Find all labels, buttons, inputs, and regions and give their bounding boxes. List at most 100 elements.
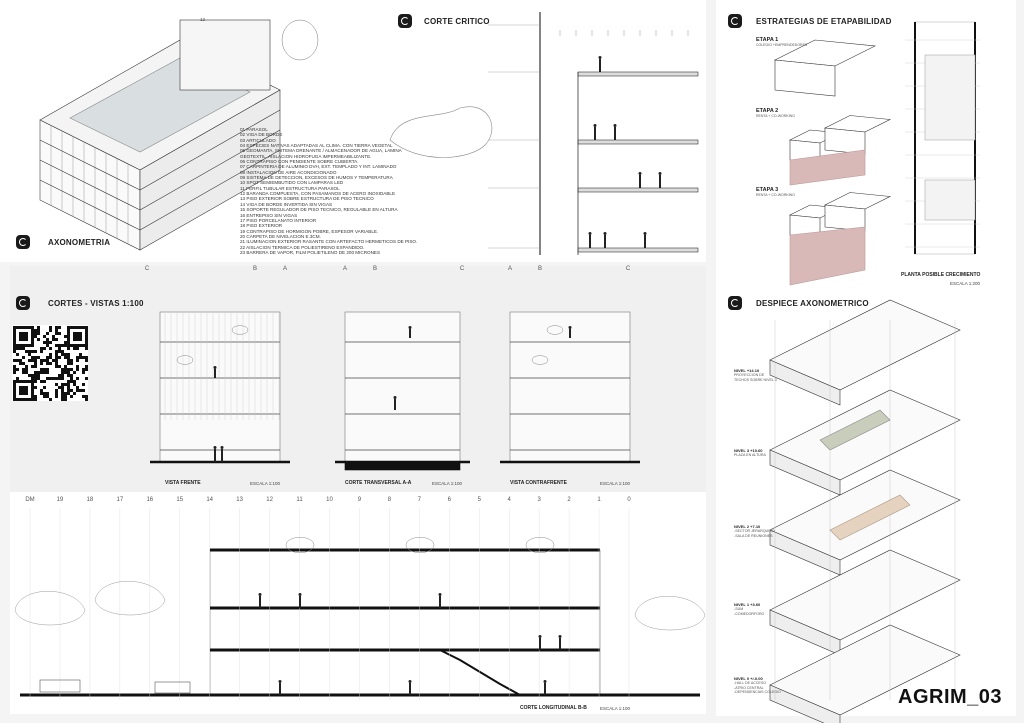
legend-item: GEOTEXTIL, AISLACION HIDROFUGA IMPERMEAB… [240, 153, 372, 159]
stage-existing [789, 149, 866, 186]
axon-slab [139, 129, 281, 211]
section-slab [577, 139, 699, 145]
grid-label: C [459, 266, 465, 272]
grid-label: C [144, 266, 150, 272]
logo-icon [728, 296, 742, 310]
grid-label: C [625, 266, 631, 272]
section-slab [577, 71, 699, 77]
person-figure [603, 232, 607, 235]
person-figure [613, 124, 617, 127]
cortes-title: CORTES - VISTAS 1:100 [48, 299, 144, 308]
tree-shape [389, 106, 493, 158]
stage-block-front [824, 204, 866, 232]
legend-item: 21 ILUMINACION EXTERIOR RASANTE CON ARTE… [240, 239, 418, 245]
ground-fill [344, 461, 461, 471]
qr-code[interactable] [12, 325, 88, 401]
logo-icon [398, 14, 412, 28]
grid-label: B [252, 266, 257, 272]
axon-slab [139, 109, 281, 191]
grid-label: 18 [86, 497, 94, 503]
grid-label: 12 [266, 497, 273, 503]
tree-shape [94, 581, 166, 616]
tree-shape [14, 591, 86, 626]
grid-label: 2 [567, 497, 571, 503]
exploded-garden [819, 409, 891, 451]
legend-item: 11 PERFIL TUBULAR ESTRUCTURA PARASOL [240, 185, 340, 191]
person-figure [408, 680, 412, 683]
stair [439, 649, 521, 696]
level-label: NIVEL 2 +7.10-SECTOR JERARQUICO-SALA DE … [734, 524, 775, 538]
view-scale: ESCALA 1:100 [250, 481, 281, 486]
person-figure [278, 680, 282, 683]
legend-item: 19 CONTRAPISO DE HORMIGON POBRE, ESPESOR… [240, 228, 379, 234]
legend-item: 10 SPOT SEMIEMBUTIDO CON LAMPARAS LED [240, 180, 344, 186]
grid-label: 7 [417, 497, 422, 503]
grid-label: 13 [236, 497, 243, 503]
grid-label: 17 [116, 497, 124, 503]
legend-item: 14 VIGA DE BORDE INVERTIDA SIN VIGAS [240, 201, 333, 207]
person-figure [643, 232, 647, 235]
axon-upper-block [179, 19, 271, 91]
grid-label: 0 [627, 497, 631, 503]
section-slab [577, 247, 699, 253]
section-slab [577, 187, 699, 193]
car [39, 679, 81, 693]
plan-scale: ESCALA 1:200 [950, 281, 981, 286]
tree-shape [285, 537, 315, 553]
grid-label: 15 [176, 497, 184, 503]
plan-meeting [924, 179, 976, 221]
person-figure [658, 172, 662, 175]
tree-shape [634, 596, 706, 631]
person-figure [220, 446, 224, 449]
tree-shape [546, 325, 564, 335]
axon-slab [39, 139, 141, 191]
person-figure [538, 635, 542, 638]
grid-label: 8 [387, 497, 392, 503]
logo-icon [728, 14, 742, 28]
longitudinal-name: CORTE LONGITUDINAL B-B [520, 705, 587, 711]
person-figure [638, 172, 642, 175]
level-label: NIVEL 1 +3.60-SUM-COMEDORFORO [734, 602, 765, 616]
grid-label: 19 [56, 497, 64, 503]
tree-shape [176, 355, 194, 365]
axon-callout: 12 [200, 17, 206, 22]
grid-label: A [342, 266, 347, 272]
elevation [159, 311, 281, 463]
legend-item: 13 PISO EXTERIOR SOBRE ESTRUCTURA DE PIS… [240, 196, 374, 202]
level-label: NIVEL 0 +/-0.00-HALL DE ACCESO-ATRIO CEN… [734, 676, 781, 694]
grid-label: A [282, 266, 287, 272]
plan-workspace [924, 54, 976, 141]
tree-shape [531, 355, 549, 365]
legend-item: 18 PISO EXTERIOR [240, 223, 283, 229]
view-scale: ESCALA 1:100 [432, 481, 463, 486]
exploded-deck [829, 494, 911, 541]
tree-shape [281, 19, 319, 61]
grid-label: 16 [146, 497, 154, 503]
corte-critico-panel [410, 0, 706, 262]
axon-slab [39, 179, 141, 231]
stage-block-front [824, 127, 866, 155]
corte-critico-title: CORTE CRITICO [424, 17, 490, 26]
exploded-floor-edge [769, 684, 841, 723]
estrategias-title: ESTRATEGIAS DE ETAPABILIDAD [756, 17, 892, 26]
stage-block-front [774, 59, 836, 97]
legend-item: 23 BARRERA DE VAPOR, FILM POLIETILENO DE… [240, 249, 381, 255]
logo-icon [16, 235, 30, 249]
legend-item: 09 SISTEMA DE DETECCION, EXCESOS DE HUMO… [240, 175, 393, 181]
tree-shape [231, 325, 249, 335]
person-figure [258, 593, 262, 596]
view-name: CORTE TRANSVERSAL A-A [345, 480, 412, 486]
legend-item: 22 AISLACION TERMICA DE POLIESTIRENO EXP… [240, 244, 365, 250]
long-section [209, 549, 601, 696]
legend-item: 20 CARPETA DE NIVELACION E.3CM. [240, 233, 321, 239]
grid-label: B [537, 266, 542, 272]
legend-item: 15 SOPORTE REGULADOR DE PISO TECNICO, RE… [240, 207, 398, 213]
legend-item: 06 CONTRAPISO CON PENDIENTE SOBRE CUBIER… [240, 159, 359, 165]
